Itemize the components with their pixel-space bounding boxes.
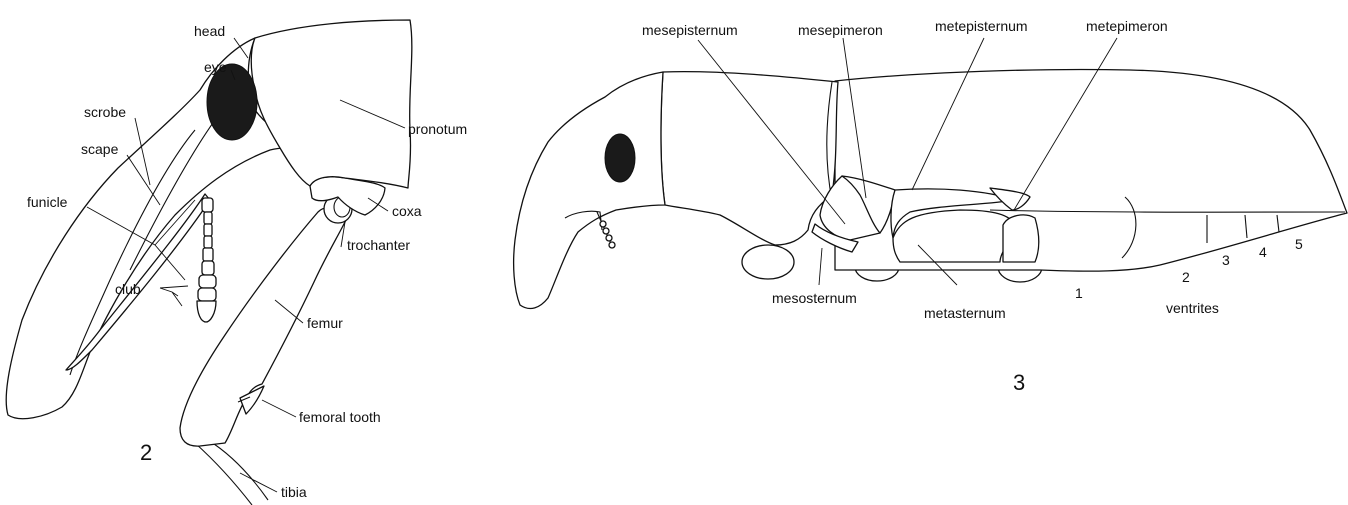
ventrite-number-1: 1 xyxy=(1075,285,1083,301)
head-3-drawing xyxy=(514,72,665,309)
label-femoral-tooth: femoral tooth xyxy=(299,409,381,425)
metasternum-drawing xyxy=(893,210,1015,262)
label-head: head xyxy=(194,23,225,39)
label-metasternum: metasternum xyxy=(924,305,1006,321)
label-mesosternum: mesosternum xyxy=(772,290,857,306)
pronotum-drawing xyxy=(251,20,412,188)
label-pronotum: pronotum xyxy=(408,121,467,137)
ventrite-number-2: 2 xyxy=(1182,269,1190,285)
label-club: club xyxy=(115,281,141,297)
club-drawing xyxy=(197,275,216,322)
eye-drawing xyxy=(207,64,257,140)
ventrite-number-3: 3 xyxy=(1222,252,1230,268)
pronotum-3-drawing xyxy=(661,72,838,245)
ventrite-number-4: 4 xyxy=(1259,244,1267,260)
eye-3-drawing xyxy=(605,134,635,182)
label-ventrites: ventrites xyxy=(1166,300,1219,316)
label-mesepimeron: mesepimeron xyxy=(798,22,883,38)
ventrite-number-5: 5 xyxy=(1295,236,1303,252)
tibia-drawing xyxy=(195,440,268,505)
label-funicle: funicle xyxy=(27,194,68,210)
label-eye: eye xyxy=(204,59,227,75)
label-coxa: coxa xyxy=(392,203,422,219)
label-femur: femur xyxy=(307,315,343,331)
label-scape: scape xyxy=(81,141,119,157)
label-scrobe: scrobe xyxy=(84,104,126,120)
label-metepimeron: metepimeron xyxy=(1086,18,1168,34)
label-mesepisternum: mesepisternum xyxy=(642,22,738,38)
label-tibia: tibia xyxy=(281,484,307,500)
fore-coxa-drawing xyxy=(742,245,794,279)
label-trochanter: trochanter xyxy=(347,237,410,253)
funicle-drawing xyxy=(202,198,214,275)
label-metepisternum: metepisternum xyxy=(935,18,1028,34)
figure-2-drawing xyxy=(6,20,412,505)
figure-number-3: 3 xyxy=(1013,370,1025,395)
figure-number-2: 2 xyxy=(140,440,152,465)
